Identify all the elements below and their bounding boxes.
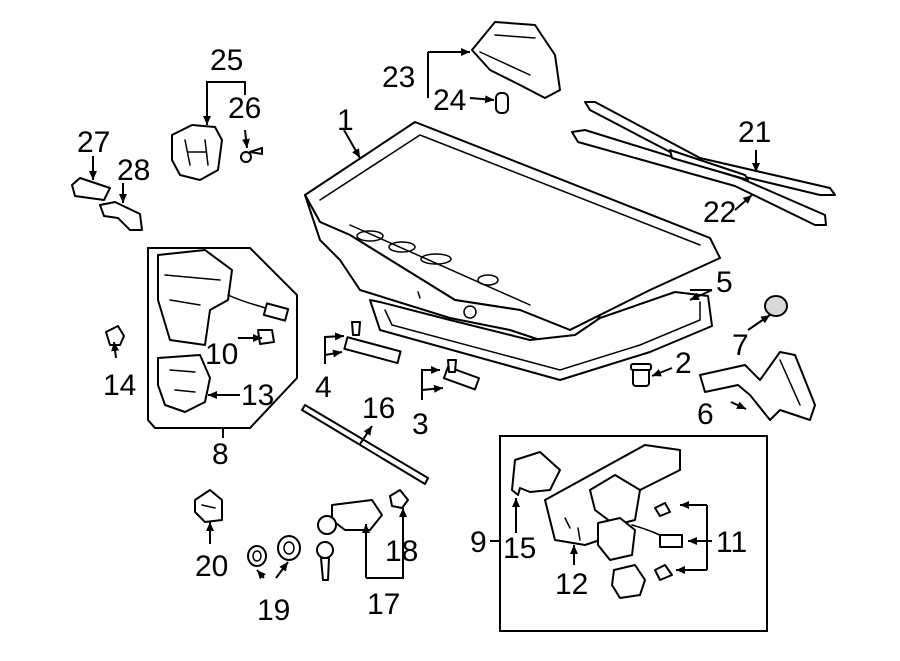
callout-22: 22 (703, 196, 736, 229)
callout-21: 21 (738, 116, 771, 149)
callout-19: 19 (257, 594, 290, 627)
callout-23: 23 (382, 61, 415, 94)
callout-25: 25 (210, 44, 243, 77)
part-28-badge (99, 201, 143, 231)
callout-13: 13 (241, 379, 274, 412)
part-7-cap (764, 295, 788, 317)
callout-4: 4 (315, 371, 332, 404)
callout-2: 2 (675, 347, 692, 380)
callout-14: 14 (103, 369, 136, 402)
part-24-bulb (495, 92, 509, 114)
callout-27: 27 (77, 126, 110, 159)
trunk-lid-latch (157, 249, 290, 346)
callout-24: 24 (433, 84, 466, 117)
trunk-weatherstrip (369, 291, 713, 381)
part-6-hinge (699, 351, 816, 421)
part-14-clip (105, 325, 125, 346)
latch-cover (157, 354, 211, 413)
callout-12: 12 (555, 568, 588, 601)
callout-9: 9 (470, 526, 487, 559)
callout-1: 1 (337, 104, 354, 137)
callout-10: 10 (205, 338, 238, 371)
part-23-light-housing (471, 21, 561, 99)
callout-11: 11 (716, 526, 747, 559)
part-27-badge (71, 177, 111, 201)
callout-3: 3 (412, 408, 429, 441)
callout-6: 6 (697, 398, 714, 431)
part-25-emblem (171, 124, 223, 181)
callout-5: 5 (716, 266, 733, 299)
callout-labels: 1 2 3 4 5 6 7 8 9 10 11 12 13 14 15 16 1… (77, 44, 771, 627)
trunk-lid (304, 121, 721, 341)
lock-assembly-group-box (147, 247, 298, 429)
part-15-handle (511, 451, 561, 496)
part-4-hinge-bracket (343, 321, 402, 365)
leader-lines (89, 52, 771, 580)
part-20-bracket (194, 489, 223, 523)
release-cable (301, 404, 429, 485)
callout-28: 28 (117, 154, 150, 187)
part-19-grommets (247, 535, 301, 567)
callout-15: 15 (503, 532, 536, 565)
callout-16: 16 (362, 392, 395, 425)
part-11-actuator (589, 474, 683, 599)
part-3-hinge-bracket (442, 359, 481, 391)
part-18-clip (389, 489, 409, 509)
opener-assembly-group-box (499, 435, 768, 632)
callout-20: 20 (195, 550, 228, 583)
callout-18: 18 (385, 535, 418, 568)
callout-7: 7 (732, 329, 749, 362)
callout-17: 17 (367, 588, 400, 621)
support-rods (571, 101, 836, 226)
part-2-bumper (630, 363, 652, 387)
callout-26: 26 (228, 92, 261, 125)
part-26-screw (240, 147, 263, 163)
lock-cylinder (316, 499, 383, 581)
callout-8: 8 (212, 438, 229, 471)
